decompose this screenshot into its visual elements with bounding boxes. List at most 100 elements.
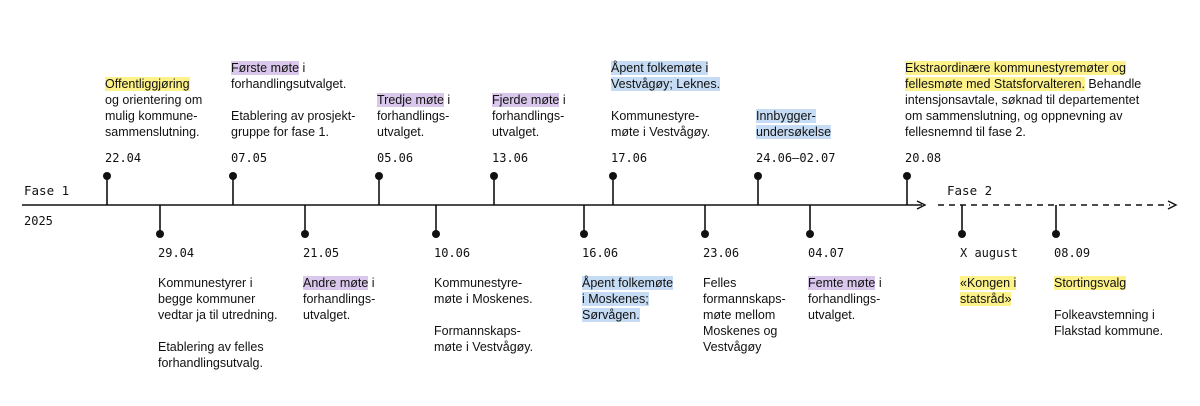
event-dot	[490, 172, 498, 180]
text-segment: begge kommuner	[158, 292, 256, 306]
event-description: Kommunestyre-møte i Moskenes.Formannskap…	[434, 275, 533, 355]
event-line: Vestvågøy	[703, 339, 786, 355]
event-line: «Kongen i	[960, 275, 1018, 291]
phase1-label: Fase 1	[24, 183, 70, 198]
text-segment: og orientering om	[105, 93, 203, 107]
highlighted-text: Tredje møte	[377, 93, 444, 107]
text-segment: forhandlingsutvalg.	[158, 356, 263, 370]
event-dot	[958, 230, 966, 238]
event-line: intensjonsavtale, søknad til departement…	[905, 92, 1141, 108]
timeline-axis-dashed-arrow	[1167, 200, 1178, 210]
event-line	[231, 92, 355, 108]
event-line: Folkeavstemning i	[1054, 307, 1163, 323]
highlighted-text: Vestvågøy; Leknes.	[611, 77, 721, 91]
event-line: møte i Vestvågøy.	[434, 339, 533, 355]
event-line: forhandlingsutvalg.	[158, 355, 278, 371]
event-line: og orientering om	[105, 92, 202, 108]
event-line: fellesmøte med Statsforvalteren. Behandl…	[905, 76, 1141, 92]
event-date: 20.08	[905, 151, 942, 165]
event-dot	[609, 172, 617, 180]
event-date: 13.06	[492, 151, 529, 165]
event-line: begge kommuner	[158, 291, 278, 307]
event-line: Femte møte i	[808, 275, 882, 291]
event-line: forhandlings-	[377, 108, 450, 124]
highlighted-text: «Kongen i	[960, 276, 1017, 290]
event-line	[434, 307, 533, 323]
event-line: forhandlingsutvalget.	[231, 76, 355, 92]
highlighted-text: Ekstraordinære kommunestyremøter og	[905, 61, 1126, 75]
text-segment: Flakstad kommune.	[1054, 324, 1164, 338]
text-segment: Etablering av prosjekt-	[231, 109, 356, 123]
event-dot	[1052, 230, 1060, 238]
text-segment: mulig kommune-	[105, 109, 198, 123]
event-line: fellesnemnd til fase 2.	[905, 124, 1141, 140]
event-line: Ekstraordinære kommunestyremøter og	[905, 60, 1141, 76]
event-date: 07.05	[231, 151, 268, 165]
highlighted-text: i Moskenes;	[582, 292, 649, 306]
event-line: forhandlings-	[303, 291, 375, 307]
event-date: 05.06	[377, 151, 414, 165]
event-line: utvalget.	[303, 307, 375, 323]
text-segment: i	[443, 93, 451, 107]
text-segment: forhandlingsutvalget.	[231, 77, 347, 91]
text-segment: Moskenes og	[703, 324, 778, 338]
event-dot	[375, 172, 383, 180]
event-line	[611, 92, 720, 108]
event-dot	[229, 172, 237, 180]
phase2-label: Fase 2	[947, 183, 993, 198]
text-segment: Vestvågøy	[703, 340, 762, 354]
highlighted-text: Første møte	[231, 61, 300, 75]
text-segment: vedtar ja til utredning.	[158, 308, 278, 322]
event-line: Første møte i	[231, 60, 355, 76]
text-segment: i	[875, 276, 882, 290]
text-segment: gruppe for fase 1.	[231, 125, 329, 139]
text-segment: i	[559, 93, 566, 107]
text-segment: møte i Vestvågøy.	[611, 125, 711, 139]
event-line: mulig kommune-	[105, 108, 202, 124]
event-date: 22.04	[105, 151, 142, 165]
highlighted-text: statsråd»	[960, 292, 1012, 306]
text-segment: sammenslutning.	[105, 125, 200, 139]
text-segment: forhandlings-	[303, 292, 376, 306]
text-segment: Felles	[703, 276, 737, 290]
event-line: møte i Vestvågøy.	[611, 124, 720, 140]
event-line: Kommunestyre-	[611, 108, 720, 124]
event-line: Åpent folkemøte	[582, 275, 674, 291]
event-date: 29.04	[158, 246, 195, 260]
event-line: undersøkelse	[756, 124, 832, 140]
event-dot	[701, 230, 709, 238]
event-dot	[156, 230, 164, 238]
event-dot	[903, 172, 911, 180]
text-segment: Behandle	[1084, 77, 1142, 91]
event-date: 04.07	[808, 246, 845, 260]
event-dot	[103, 172, 111, 180]
highlighted-text: undersøkelse	[756, 125, 832, 139]
event-line: Sørvågen.	[582, 307, 673, 323]
event-line: utvalget.	[377, 124, 450, 140]
highlighted-text: Fjerde møte	[492, 93, 560, 107]
event-line: sammenslutning.	[105, 124, 202, 140]
text-segment: Kommunestyre-	[611, 109, 700, 123]
event-line: møte i Moskenes.	[434, 291, 533, 307]
event-line: utvalget.	[808, 307, 882, 323]
text-segment: om sammenslutning, og oppnevning av	[905, 109, 1123, 123]
text-segment: i	[368, 276, 375, 290]
event-line: utvalget.	[492, 124, 566, 140]
highlighted-text: fellesmøte med Statsforvalteren.	[905, 77, 1085, 91]
text-segment: formannskaps-	[703, 292, 786, 306]
text-segment: utvalget.	[303, 308, 351, 322]
